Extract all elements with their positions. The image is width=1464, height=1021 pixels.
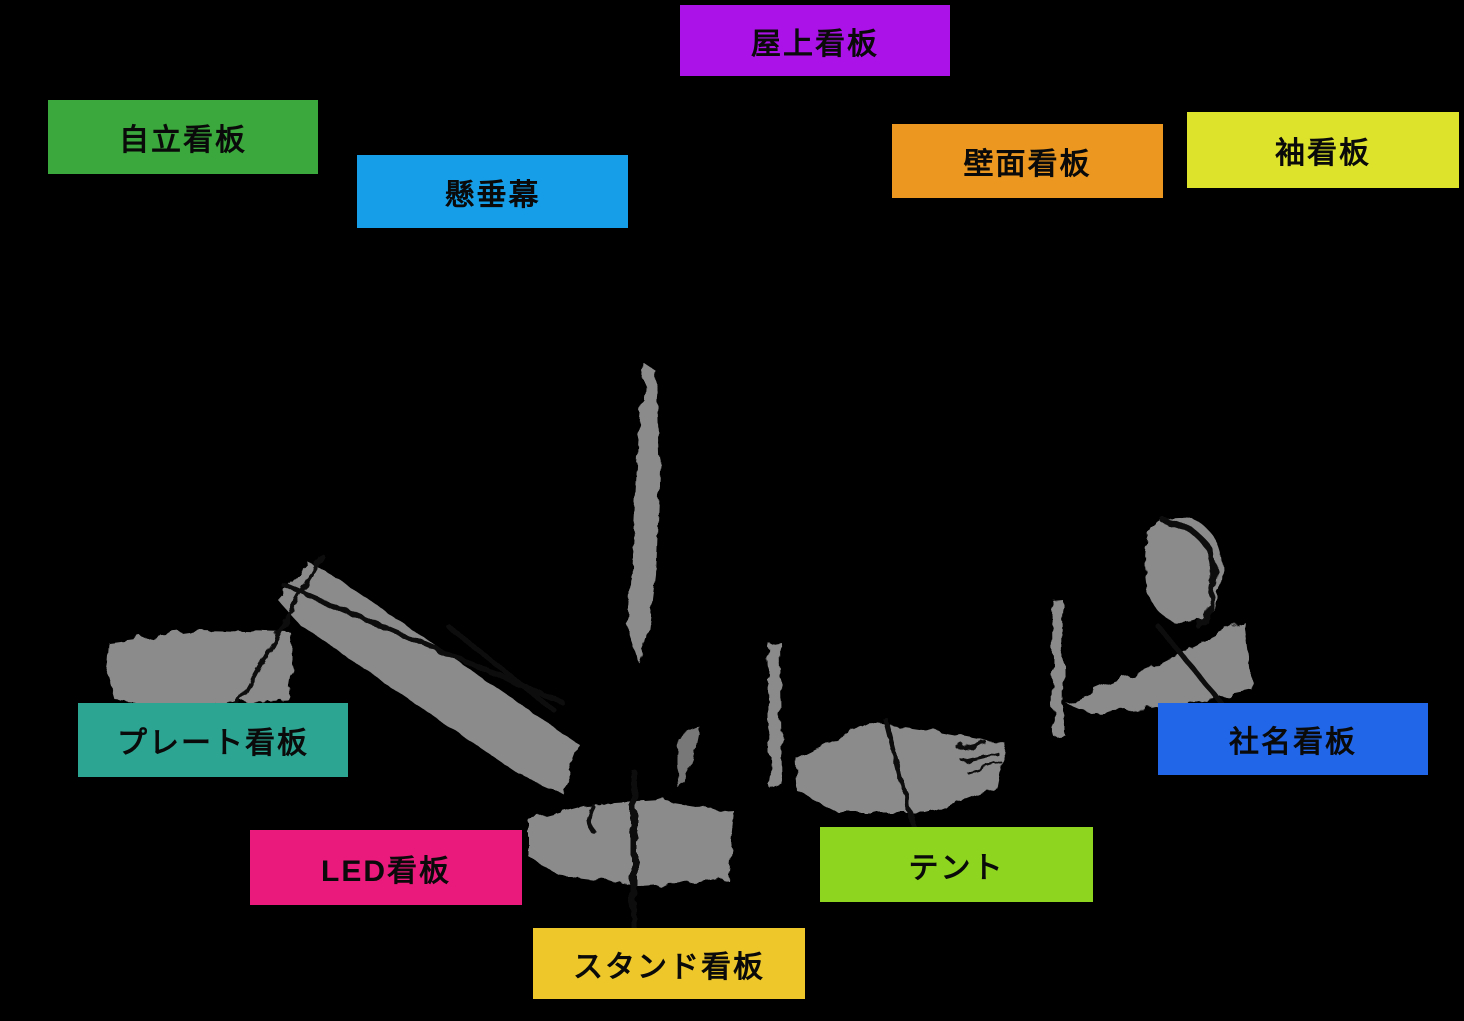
label-plate-sign: プレート看板: [78, 703, 348, 777]
sketch-diagonal-band: [276, 562, 580, 793]
label-projecting-sign: 袖看板: [1187, 112, 1459, 188]
label-stand-sign: スタンド看板: [533, 928, 805, 999]
label-company-name-sign: 社名看板: [1158, 703, 1428, 775]
sketch-tent-scribble-3: [966, 760, 1002, 774]
leader-lines: [235, 517, 1227, 933]
sketch-small-flag: [676, 727, 700, 789]
sketch-gray-shapes: [106, 364, 1252, 886]
label-awning-tent: テント: [820, 827, 1093, 902]
sketch-tent-scribble-1: [956, 740, 987, 750]
sketch-pole-2: [768, 641, 782, 789]
sketch-pole-3: [1052, 599, 1063, 736]
sketch-left-patch: [106, 630, 293, 706]
sketch-right-wedge: [1066, 620, 1252, 713]
sketch-band-stroke-2: [447, 625, 559, 715]
leader-line-tent: [883, 717, 917, 833]
sketch-bottom-patch-stroke: [586, 803, 597, 835]
leader-line-company-name-sign: [1155, 623, 1227, 709]
leader-line-plate-sign: [235, 553, 325, 708]
label-freestanding-sign: 自立看板: [48, 100, 318, 174]
label-rooftop-sign: 屋上看板: [680, 5, 950, 76]
sketch-tent-patch: [796, 722, 1006, 812]
label-hanging-banner: 懸垂幕: [357, 155, 628, 228]
sketch-center-pole: [628, 364, 660, 663]
sketch-tent-scribble-2: [960, 750, 998, 762]
label-led-sign: LED看板: [250, 830, 522, 905]
label-wall-sign: 壁面看板: [892, 124, 1163, 198]
sketch-arch-stroke: [1160, 517, 1217, 628]
